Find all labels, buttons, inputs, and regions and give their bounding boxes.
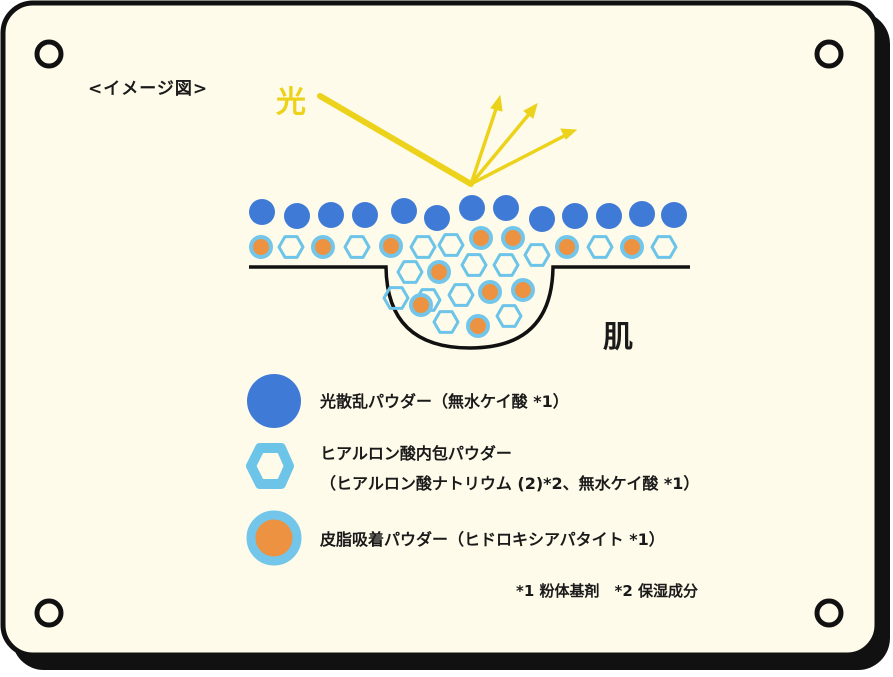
rivet-top-right bbox=[814, 39, 844, 69]
legend-hyaluronic-label-line2: （ヒアルロン酸ナトリウム (2)*2、無水ケイ酸 *1） bbox=[320, 474, 700, 493]
hyaluronic-particle bbox=[523, 243, 551, 267]
sebum-particle bbox=[311, 235, 335, 259]
skin-label: 肌 bbox=[603, 320, 633, 355]
legend-light-scatter-label: 光散乱パウダー（無水ケイ酸 *1） bbox=[320, 392, 569, 411]
hyaluronic-particle bbox=[650, 235, 678, 259]
legend-hyaluronic-label-line1: ヒアルロン酸内包パウダー bbox=[320, 444, 512, 463]
legend-light-scatter-marker bbox=[247, 374, 301, 428]
hyaluronic-particle bbox=[437, 233, 465, 257]
light-scatter-particle bbox=[562, 203, 588, 229]
hyaluronic-particle bbox=[343, 235, 371, 259]
sebum-particle bbox=[466, 314, 490, 338]
sebum-particle bbox=[249, 235, 273, 259]
skin-surface-line bbox=[249, 265, 690, 350]
legend-hyaluronic-marker bbox=[246, 443, 294, 489]
board-frame bbox=[0, 0, 880, 658]
light-rays bbox=[317, 93, 578, 187]
scattered-ray-1 bbox=[469, 105, 499, 185]
scattered-ray-3-arrowhead bbox=[560, 128, 578, 140]
light-scatter-particle bbox=[391, 198, 417, 224]
rivet-top-left bbox=[34, 39, 64, 69]
hyaluronic-particle bbox=[277, 235, 305, 259]
sebum-particle bbox=[478, 280, 502, 304]
sebum-particle bbox=[620, 235, 644, 259]
light-label: 光 bbox=[276, 85, 306, 120]
hyaluronic-particle bbox=[396, 260, 424, 284]
rivet-bottom-right bbox=[814, 598, 844, 628]
scattered-ray-1-arrowhead bbox=[490, 94, 503, 112]
scattered-ray-3 bbox=[470, 133, 567, 186]
sebum-particle bbox=[379, 234, 403, 258]
light-scatter-particle bbox=[284, 203, 310, 229]
light-scatter-particle bbox=[352, 202, 378, 228]
light-scatter-particle bbox=[249, 199, 275, 225]
light-scatter-particle bbox=[629, 201, 655, 227]
light-scatter-particle bbox=[529, 206, 555, 232]
light-scatter-particle bbox=[493, 195, 519, 221]
scattered-ray-2-arrowhead bbox=[523, 102, 538, 119]
sebum-particle bbox=[409, 293, 433, 317]
incident-ray bbox=[317, 93, 474, 187]
hyaluronic-particle bbox=[495, 304, 523, 328]
light-scatter-particle bbox=[661, 202, 687, 228]
hyaluronic-particle bbox=[586, 235, 614, 259]
hyaluronic-particle bbox=[409, 235, 437, 259]
light-scatter-particle bbox=[596, 203, 622, 229]
sebum-particle bbox=[555, 235, 579, 259]
sebum-particle bbox=[469, 226, 493, 250]
hyaluronic-particle bbox=[492, 253, 520, 277]
legend-sebum-ring bbox=[246, 510, 302, 566]
footnote: *1 粉体基剤 *2 保湿成分 bbox=[516, 582, 699, 600]
particle-layer bbox=[249, 195, 687, 338]
hyaluronic-particle bbox=[460, 253, 488, 277]
sebum-particle bbox=[501, 226, 525, 250]
legend-sebum-label: 皮脂吸着パウダー（ヒドロキシアパタイト *1） bbox=[320, 530, 665, 549]
light-scatter-particle bbox=[318, 202, 344, 228]
light-scatter-particle bbox=[459, 195, 485, 221]
light-scatter-particle bbox=[424, 205, 450, 231]
sebum-particle bbox=[511, 278, 535, 302]
sebum-particle bbox=[427, 260, 451, 284]
hyaluronic-particle bbox=[382, 286, 410, 310]
scattered-ray-2 bbox=[469, 111, 532, 186]
rivet-bottom-left bbox=[34, 598, 64, 628]
hyaluronic-particle bbox=[432, 310, 460, 334]
diagram-title: <イメージ図> bbox=[88, 79, 209, 99]
hyaluronic-particle bbox=[447, 283, 475, 307]
